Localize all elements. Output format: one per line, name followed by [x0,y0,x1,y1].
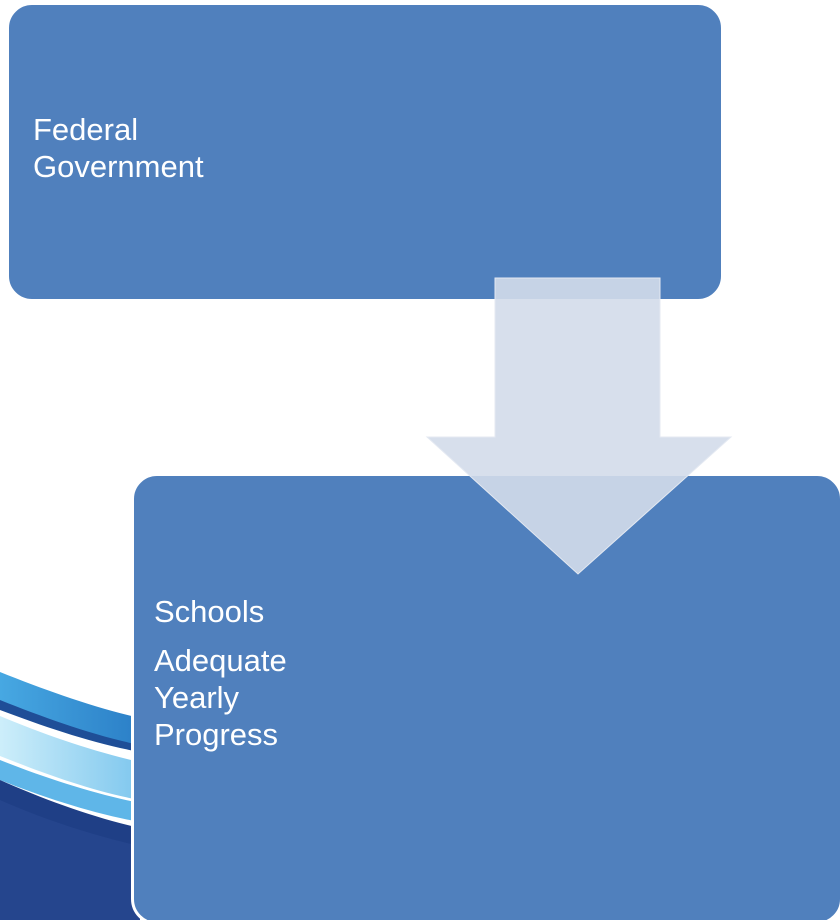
schools-box: Schools Adequate Yearly Progress [131,473,840,920]
federal-government-label: Federal Government [33,112,204,184]
federal-government-box: Federal Government [6,2,724,302]
schools-label: Schools [154,594,265,629]
adequate-yearly-progress-label: Adequate Yearly Progress [154,643,287,752]
